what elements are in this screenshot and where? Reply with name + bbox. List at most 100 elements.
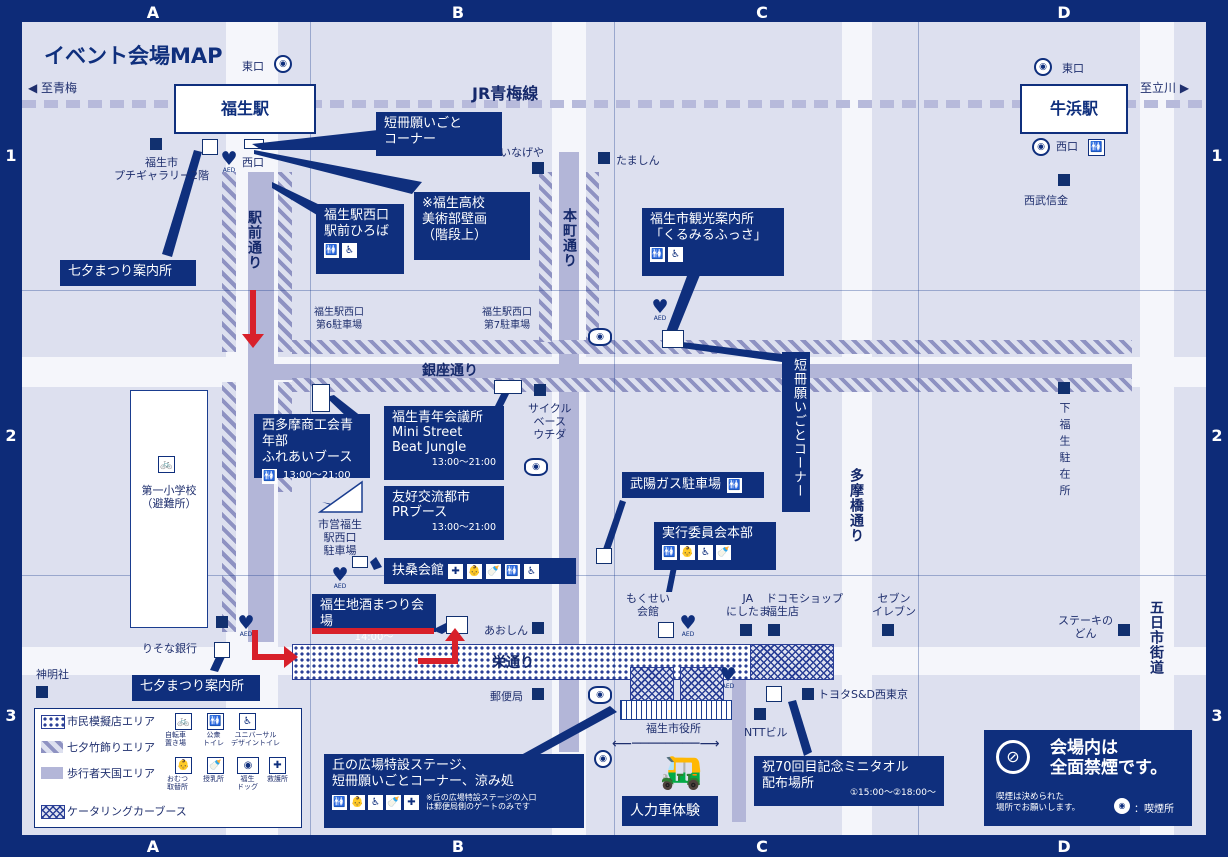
accessible-icon: ♿: [668, 247, 683, 262]
baby-icon: 👶: [350, 794, 365, 810]
no-smoking-sub: 喫煙は決められた 場所でお願いします。: [996, 792, 1081, 813]
col-marker-d-bottom: D: [1057, 837, 1071, 856]
tamashin-label: たましん: [616, 154, 660, 167]
seven-square: [882, 624, 894, 636]
mural-callout[interactable]: ※福生高校 美術部壁画 （階段上）: [414, 192, 530, 260]
cycle-square: [534, 384, 546, 396]
tamabashi-road-label: 多摩橋通り: [848, 468, 864, 543]
bottle-icon: 🍼: [207, 757, 224, 774]
post-square: [532, 688, 544, 700]
restroom-icon: 🚻: [332, 794, 347, 810]
docomo-square: [768, 624, 780, 636]
smoking-icon: ◉: [524, 458, 548, 476]
legend-icon-dog: 福生 ドッグ: [237, 775, 258, 791]
tamashoko-booth-callout[interactable]: 西多摩商工会青年部 ふれあいブース 🚻13:00〜21:00: [254, 414, 370, 484]
rail-to-east: 至立川 ▶: [1140, 81, 1190, 95]
bamboo-area: [222, 382, 236, 632]
aed-heart-icon: ♥AED: [719, 664, 737, 690]
towel-time: ①15:00〜②18:00〜: [849, 788, 936, 798]
col-marker-d: D: [1057, 3, 1071, 22]
col-marker-b-bottom: B: [451, 837, 465, 856]
aed-heart-icon: ♥AED: [220, 148, 238, 174]
yuko-booth-callout[interactable]: 友好交流都市 PRブース 13:00〜21:00: [384, 486, 504, 540]
shinmei-square: [36, 686, 48, 698]
accessible-icon: ♿: [239, 713, 256, 730]
mokusei-marker: [658, 622, 674, 638]
tanzaku-corner-top[interactable]: 短冊願いごと コーナー: [376, 112, 502, 156]
p6-marker: [312, 384, 330, 412]
no-smoking-icon: ⊘: [996, 740, 1030, 774]
resona-square: [216, 616, 228, 628]
legend-swatch-catering: [41, 805, 65, 819]
first-aid-icon: ✚: [269, 757, 286, 774]
fuso-label: 扶桑会館: [392, 563, 445, 578]
fuso-marker: [352, 556, 368, 568]
grid-line: [918, 22, 919, 835]
koban-label: 下 福 生 駐 在 所: [1058, 402, 1071, 497]
pedestrian-honcho: [559, 152, 579, 752]
post-label: 郵便局: [490, 690, 523, 703]
bottle-icon: 🍼: [386, 794, 401, 810]
municipal-parking-shape: [318, 480, 363, 513]
jizake-festival-callout[interactable]: 福生地酒まつり会場 14:00〜: [312, 594, 436, 643]
first-aid-icon: ✚: [448, 563, 464, 579]
inageya-square: [532, 162, 544, 174]
city-hall-building: [680, 667, 724, 703]
row-marker-2-right: 2: [1211, 426, 1223, 445]
seinen-booth-callout[interactable]: 福生青年会議所 Mini Street Beat Jungle 13:00〜21…: [384, 406, 504, 480]
tourist-info-callout[interactable]: 福生市観光案内所 「くるみるふっさ」 🚻♿: [642, 208, 784, 276]
gallery-square: [150, 138, 162, 150]
legend-bamboo: 七夕竹飾りエリア: [67, 741, 155, 754]
oka-stage-callout[interactable]: 丘の広場特設ステージ、 短冊願いごとコーナー、涼み処 🚻👶♿🍼✚ ※丘の広場特設…: [324, 754, 584, 828]
baby-icon: 👶: [467, 563, 483, 579]
seinen-label: 福生青年会議所 Mini Street Beat Jungle: [392, 410, 484, 455]
row-marker-1: 1: [5, 146, 17, 165]
accessible-icon: ♿: [342, 243, 357, 258]
school-label: 第一小学校 （避難所）: [141, 484, 197, 510]
rail-to-west: ◀ 至青梅: [28, 81, 78, 95]
bottle-icon: 🍼: [716, 545, 731, 560]
docomo-label: ドコモショップ 福生店: [766, 592, 843, 618]
market-stall-area: [292, 644, 752, 680]
info-center-bottom[interactable]: 七夕まつり案内所: [132, 675, 260, 701]
row-marker-2: 2: [5, 426, 17, 445]
col-marker-c-bottom: C: [756, 837, 768, 856]
buyo-gas-parking-callout[interactable]: 武陽ガス駐車場🚻: [622, 472, 764, 498]
rail-name: JR青梅線: [472, 84, 539, 103]
jizake-underline: [312, 628, 434, 634]
route-arrow: [250, 290, 256, 336]
fussa-station[interactable]: 福生駅: [174, 84, 316, 134]
grid-line: [22, 575, 1206, 576]
no-smoking-title: 会場内は 全面禁煙です。: [1050, 738, 1168, 778]
row-marker-3: 3: [5, 706, 17, 725]
info-center-top[interactable]: 七夕まつり案内所: [60, 260, 196, 286]
towel-label: 祝70回目記念ミニタオル 配布場所: [762, 760, 909, 791]
ushihama-station[interactable]: 牛浜駅: [1020, 84, 1128, 134]
road-tamabashi: [842, 22, 872, 835]
rickshaw-callout[interactable]: 人力車体験: [622, 796, 718, 826]
west-plaza-callout[interactable]: 福生駅西口 駅前ひろば 🚻♿: [316, 204, 404, 274]
bamboo-area: [539, 172, 552, 342]
smoking-icon: ◉: [1032, 138, 1050, 156]
aoshin-square: [532, 622, 544, 634]
fuso-kaikan-callout[interactable]: 扶桑会館 ✚👶🍼🚻♿: [384, 558, 576, 584]
pedestrian-cityhall: [732, 672, 746, 822]
route-arrow: [252, 630, 258, 660]
gallery-marker[interactable]: [202, 139, 218, 155]
tamashoko-label: 西多摩商工会青年部 ふれあいブース: [262, 418, 354, 465]
ushihama-west-exit: 西口: [1056, 140, 1078, 153]
no-smoking-notice: ⊘ 会場内は 全面禁煙です。 喫煙は決められた 場所でお願いします。 ◉ ：喫煙…: [984, 730, 1192, 826]
p6-label: 福生駅西口 第6駐車場: [314, 307, 364, 331]
baby-icon: 👶: [175, 757, 192, 774]
ntt-square: [754, 708, 766, 720]
bamboo-area: [222, 172, 236, 352]
tanzaku-corner-side[interactable]: 短冊願いごとコーナー: [782, 352, 810, 512]
shinmei-label: 神明社: [36, 668, 69, 681]
legend-icon-bicycle: 自転車 置き場: [165, 731, 186, 747]
school-building: [130, 390, 208, 628]
hq-callout[interactable]: 実行委員会本部 🚻👶♿🍼: [654, 522, 776, 570]
towel-callout[interactable]: 祝70回目記念ミニタオル 配布場所 ①15:00〜②18:00〜: [754, 756, 944, 806]
hq-label: 実行委員会本部: [662, 526, 754, 541]
tamashin-square: [598, 152, 610, 164]
legend-swatch-bamboo: [41, 741, 63, 753]
